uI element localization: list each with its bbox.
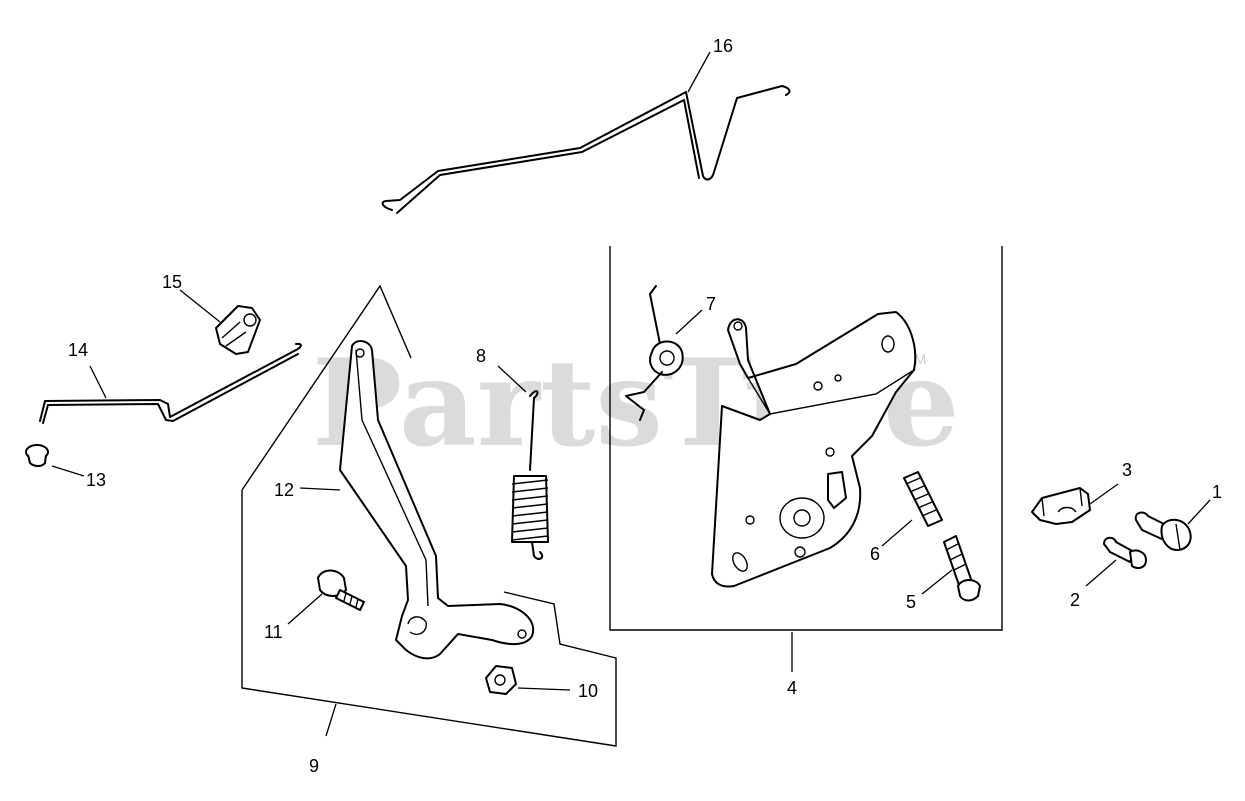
callout-12[interactable]: 12 (274, 480, 294, 500)
callout-14[interactable]: 14 (68, 340, 88, 360)
callout-labels: 16 15 14 13 8 7 12 11 10 9 4 6 5 3 2 1 (68, 36, 1222, 776)
part-2-bolt[interactable] (1103, 536, 1147, 569)
callout-3[interactable]: 3 (1122, 460, 1132, 480)
callout-7[interactable]: 7 (706, 294, 716, 314)
group-9-frame (241, 284, 617, 747)
group-4-frame (609, 246, 1003, 631)
callout-4[interactable]: 4 (787, 678, 797, 698)
callout-2[interactable]: 2 (1070, 590, 1080, 610)
leader-lines (51, 51, 1211, 737)
callout-16[interactable]: 16 (713, 36, 733, 56)
callout-1[interactable]: 1 (1212, 482, 1222, 502)
part-11-bolt[interactable] (317, 569, 365, 611)
callout-10[interactable]: 10 (578, 681, 598, 701)
callout-15[interactable]: 15 (162, 272, 182, 292)
callout-8[interactable]: 8 (476, 346, 486, 366)
part-14-rod[interactable] (39, 342, 302, 424)
callout-9[interactable]: 9 (309, 756, 319, 776)
part-4-plate[interactable] (711, 311, 917, 588)
callout-13[interactable]: 13 (86, 470, 106, 490)
callout-5[interactable]: 5 (906, 592, 916, 612)
part-16-rod[interactable] (381, 85, 791, 214)
callout-11[interactable]: 11 (264, 622, 283, 642)
part-13-plug[interactable] (25, 444, 49, 467)
part-5-screw[interactable] (943, 535, 981, 602)
part-6-spring[interactable] (903, 471, 943, 527)
part-7-spring[interactable] (625, 285, 684, 421)
part-12-lever[interactable] (339, 340, 535, 660)
callout-6[interactable]: 6 (870, 544, 880, 564)
part-3-retainer[interactable] (1031, 487, 1091, 525)
part-1-bolt[interactable] (1134, 511, 1192, 551)
part-8-spring[interactable] (511, 390, 549, 560)
part-15-clip[interactable] (215, 305, 261, 355)
part-10-nut[interactable] (485, 665, 517, 695)
